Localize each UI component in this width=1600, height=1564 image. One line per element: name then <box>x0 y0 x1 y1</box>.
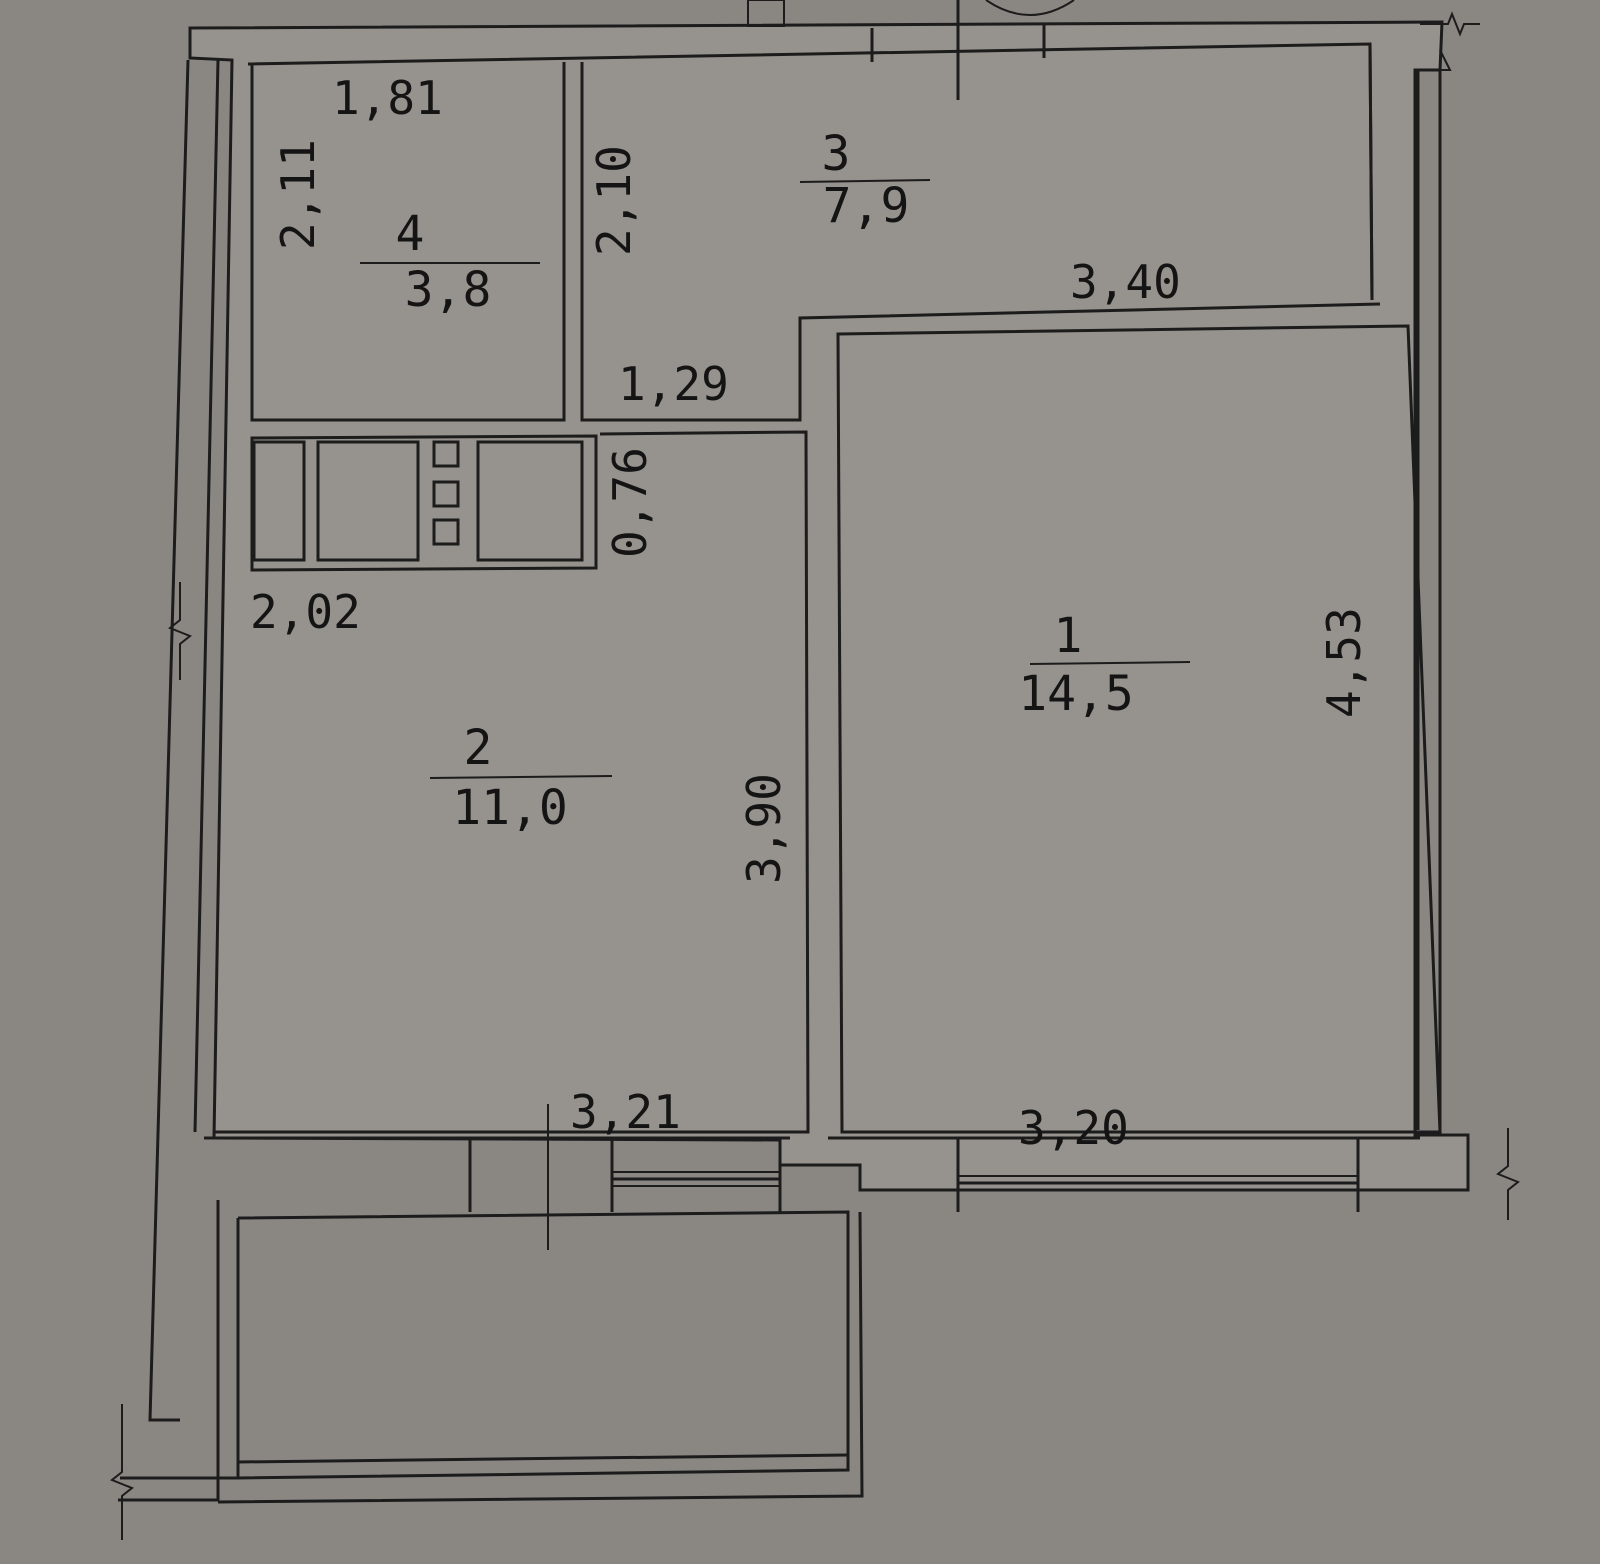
room-area-3: 7,9 <box>823 178 910 234</box>
balcony <box>118 1200 864 1504</box>
room-3-hall <box>580 62 1381 422</box>
room-1 <box>836 324 1442 1134</box>
dim-room1-bottom: 3,20 <box>1018 1101 1129 1155</box>
dim-room1-top: 3,40 <box>1070 255 1181 309</box>
dim-room1-height: 4,53 <box>1317 607 1371 718</box>
dimension-labels: 1,81 2,11 2,10 3,40 1,29 0,76 2,02 3,90 … <box>250 71 1371 1155</box>
dim-bath-height: 2,11 <box>271 139 325 250</box>
room-4-bath <box>250 62 566 422</box>
room-number-2: 2 <box>464 720 493 776</box>
room-area-2: 11,0 <box>452 780 568 836</box>
room-area-1: 14,5 <box>1018 666 1134 722</box>
dim-kitchen-niche: 0,76 <box>603 447 657 558</box>
dim-bath-width: 1,81 <box>332 71 443 125</box>
room-labels: 4 3,8 3 7,9 1 14,5 2 11,0 <box>396 126 1134 836</box>
dim-kitchen-left: 2,02 <box>250 585 361 639</box>
room-number-4: 4 <box>396 206 425 262</box>
room-number-1: 1 <box>1054 608 1083 664</box>
room-area-4: 3,8 <box>405 262 492 318</box>
dim-hall-left: 2,10 <box>587 145 641 256</box>
break-marks <box>110 11 1520 1540</box>
dim-hall-passage: 1,29 <box>618 357 729 411</box>
room-number-3: 3 <box>822 126 851 182</box>
dim-kitchen-height: 3,90 <box>737 773 791 884</box>
dim-kitchen-bottom: 3,21 <box>570 1085 681 1139</box>
room-2-kitchen <box>214 430 810 1134</box>
windows <box>468 1138 1360 1212</box>
entrance-details <box>747 0 1075 100</box>
outer-walls <box>148 20 1470 1422</box>
